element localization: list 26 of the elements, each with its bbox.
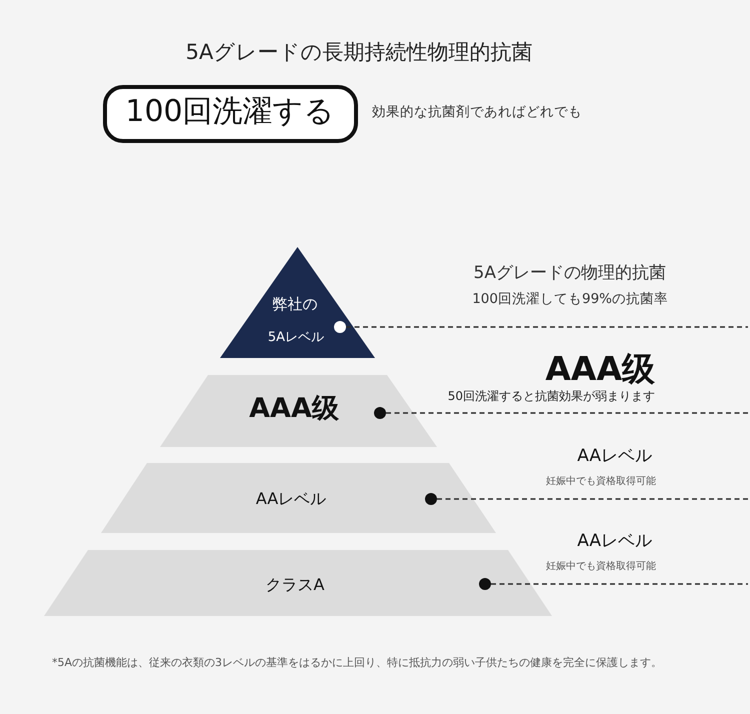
annotation-heading: AAレベル xyxy=(577,446,652,466)
annotation-note: 100回洗濯しても99%の抗菌率 xyxy=(472,291,668,308)
dot-icon xyxy=(334,321,346,333)
dot-icon xyxy=(425,493,437,505)
dashed-leader-line xyxy=(437,498,748,500)
tier-label: AAA级 xyxy=(249,393,339,426)
tier-label: 5Aレベル xyxy=(268,330,324,346)
rounded-frame xyxy=(103,85,358,143)
box-label: 100回洗濯する xyxy=(125,94,335,130)
dashed-leader-line xyxy=(346,326,748,328)
dot-icon xyxy=(479,578,491,590)
annotation-note: 妊娠中でも資格取得可能 xyxy=(546,561,656,573)
title: 5Aグレードの長期持続性物理的抗菌 xyxy=(186,40,532,66)
annotation-note: 50回洗濯すると抗菌効果が弱まります xyxy=(448,389,655,404)
annotation-note: 妊娠中でも資格取得可能 xyxy=(546,476,656,488)
tier-label: 弊社の xyxy=(272,295,318,313)
annotation-heading: AAレベル xyxy=(577,531,652,552)
dot-icon xyxy=(374,407,386,419)
tier-label: AAレベル xyxy=(256,489,326,508)
side-note: 効果的な抗菌剤であればどれでも xyxy=(372,104,582,120)
dashed-leader-line xyxy=(491,583,748,585)
dashed-leader-line xyxy=(386,412,748,414)
annotation-heading: AAA级 xyxy=(545,349,655,389)
footnote: *5Aの抗菌機能は、従来の衣類の3レベルの基準をはるかに上回り、特に抵抗力の弱い子供たちの健康を完全に保護します。 xyxy=(52,656,662,670)
tier-label: クラスA xyxy=(266,575,324,594)
annotation-heading: 5Aグレードの物理的抗菌 xyxy=(474,263,666,284)
